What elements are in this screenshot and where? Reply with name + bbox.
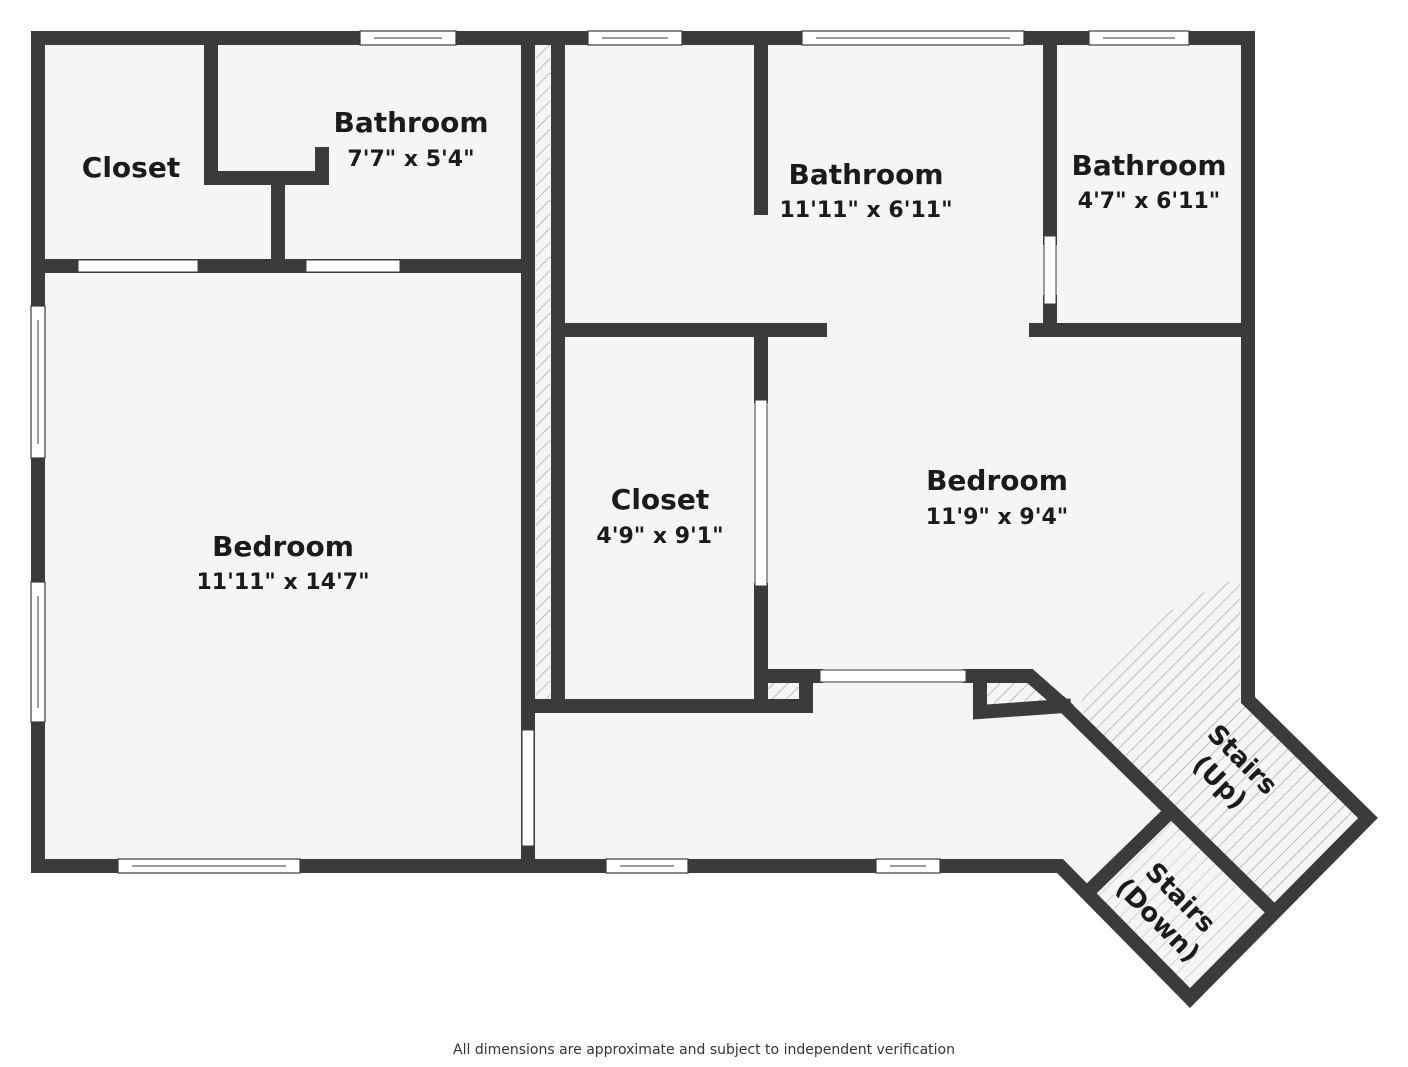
door-openings xyxy=(77,235,1057,847)
opening xyxy=(305,259,401,273)
opening xyxy=(77,259,199,273)
stairs-down-hatch xyxy=(1090,818,1270,990)
window-panes xyxy=(37,37,1175,867)
room-dims-bathroom-top-left: 7'7" x 5'4" xyxy=(347,147,474,172)
room-name-bedroom-right: Bedroom xyxy=(926,464,1068,497)
opening xyxy=(521,729,535,847)
room-name-bathroom-top-middle: Bathroom xyxy=(788,158,943,191)
opening xyxy=(754,399,768,587)
opening xyxy=(1043,235,1057,305)
room-name-bedroom-left: Bedroom xyxy=(212,530,354,563)
room-dims-bedroom-right: 11'9" x 9'4" xyxy=(926,505,1068,530)
room-name-closet-top-left: Closet xyxy=(82,151,180,184)
room-name-closet-middle: Closet xyxy=(611,483,709,516)
disclaimer-text: All dimensions are approximate and subje… xyxy=(453,1042,955,1058)
walls xyxy=(31,31,1378,1008)
room-dims-bathroom-top-right: 4'7" x 6'11" xyxy=(1078,189,1220,214)
room-name-bathroom-top-left: Bathroom xyxy=(333,106,488,139)
chase-hatch xyxy=(536,42,550,698)
room-dims-bedroom-left: 11'11" x 14'7" xyxy=(196,570,369,595)
room-name-bathroom-top-right: Bathroom xyxy=(1071,149,1226,182)
room-dims-bathroom-top-middle: 11'11" x 6'11" xyxy=(779,198,952,223)
small-hatch-2 xyxy=(986,682,1044,706)
small-hatch-1 xyxy=(768,680,798,700)
opening xyxy=(819,669,967,683)
room-dims-closet-middle: 4'9" x 9'1" xyxy=(596,524,723,549)
hatched-areas xyxy=(536,42,1360,990)
stairs-up-hatch xyxy=(1078,578,1360,908)
